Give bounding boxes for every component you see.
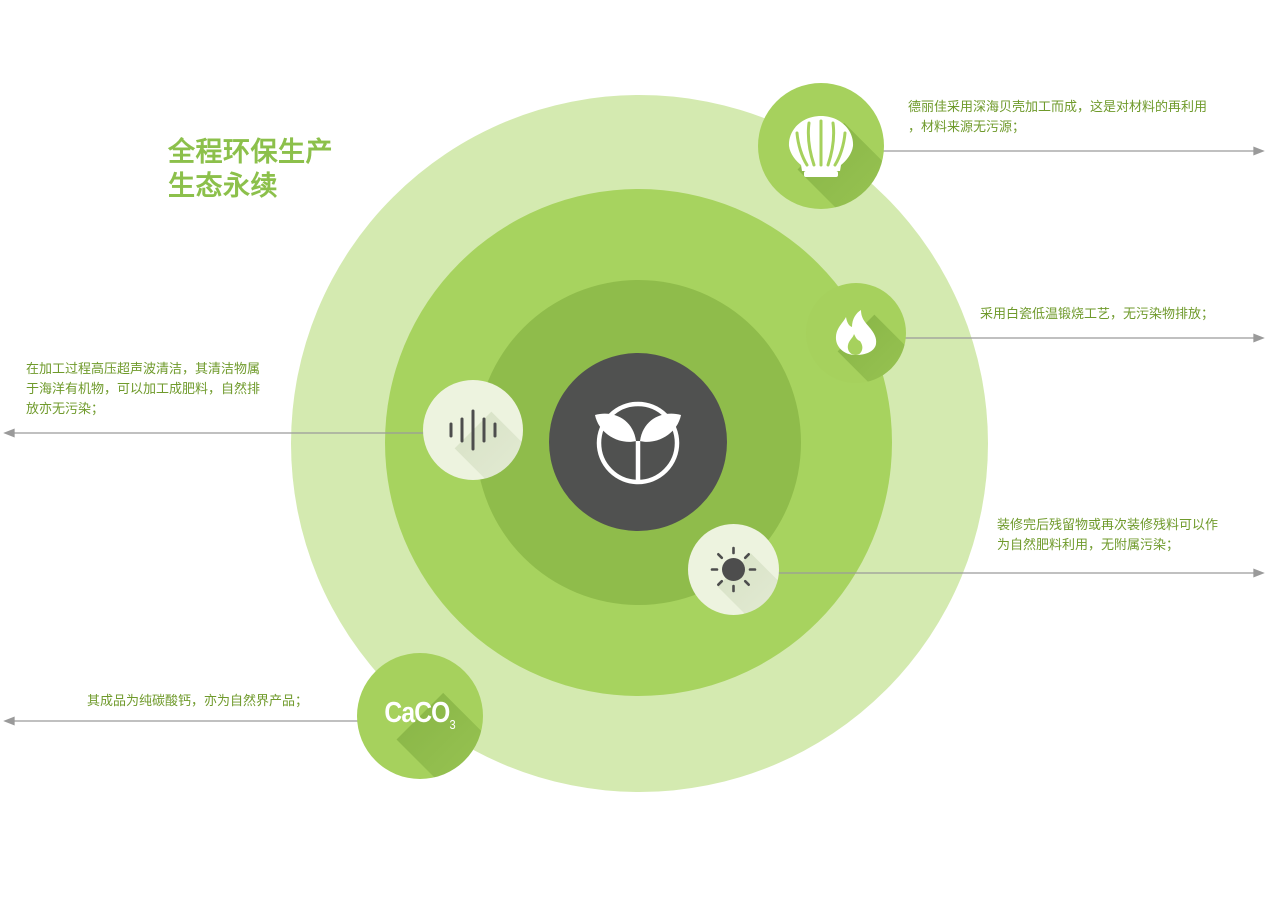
flame-icon [835,310,877,355]
shell-text-line-1: 德丽佳采用深海贝壳加工而成，这是对材料的再利用 [908,100,1208,115]
fire-arrow [1253,333,1265,343]
sound-description: 在加工过程高压超声波清洁，其清洁物属 于海洋有机物，可以加工成肥料，自然排 放亦… [26,360,260,420]
caco3-description: 其成品为纯碳酸钙，亦为自然界产品； [87,692,308,712]
sun-node [688,524,779,615]
title-line-2: 生态永续 [168,171,278,202]
shell-text-line-2: ，材料来源无污源； [908,120,1026,135]
sun-text-line-2: 为自然肥料利用，无附属污染； [997,538,1180,553]
shell-icon [788,116,854,177]
sound-text-line-2: 于海洋有机物，可以加工成肥料，自然排 [26,382,261,397]
page-title: 全程环保生产 生态永续 [168,136,333,204]
title-line-1: 全程环保生产 [168,137,333,168]
sun-arrow [1253,568,1265,578]
sun-description: 装修完后残留物或再次装修残料可以作 为自然肥料利用，无附属污染； [997,516,1218,556]
fire-text-line-1: 采用白瓷低温锻烧工艺，无污染物排放； [980,307,1215,322]
sun-icon [710,546,757,593]
sprout-circle-icon [595,401,681,485]
sound-text-line-3: 放亦无污染； [26,402,105,417]
caco3-node: CaCO3 [357,653,483,779]
fire-node [806,283,906,383]
center-core [549,353,727,531]
caco3-subscript: 3 [449,716,456,732]
shell-description: 德丽佳采用深海贝壳加工而成，这是对材料的再利用 ，材料来源无污源； [908,98,1207,138]
sound-wave-icon [449,409,497,451]
caco3-arrow [3,716,15,726]
shell-arrow [1253,146,1265,156]
sound-arrow [3,428,15,438]
sound-node [423,380,523,480]
sun-text-line-1: 装修完后残留物或再次装修残料可以作 [997,518,1219,533]
sound-text-line-1: 在加工过程高压超声波清洁，其清洁物属 [26,362,261,377]
caco3-text-line-1: 其成品为纯碳酸钙，亦为自然界产品； [87,694,309,709]
shell-node [758,83,884,209]
caco3-label: CaCO3 [366,697,473,732]
caco3-formula: CaCO [384,697,450,729]
fire-description: 采用白瓷低温锻烧工艺，无污染物排放； [980,305,1214,325]
